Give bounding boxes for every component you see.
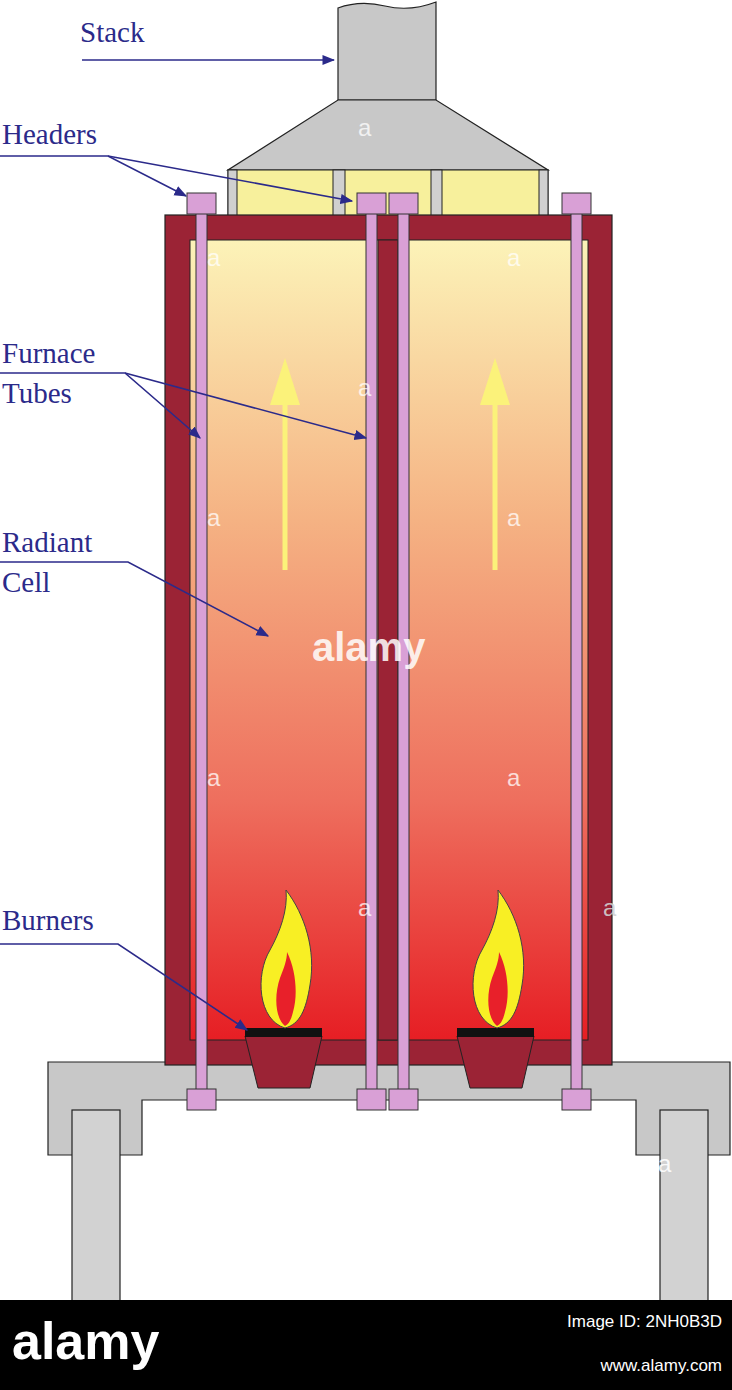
radiant-cell [190, 240, 588, 1040]
furnace-tubes [196, 205, 582, 1100]
watermark: a [507, 504, 520, 532]
stack [338, 2, 436, 100]
watermark: a [207, 244, 220, 272]
headers [187, 193, 591, 1110]
watermark-logo: alamy [12, 1312, 159, 1372]
watermark: a [603, 894, 616, 922]
leg [72, 1110, 120, 1302]
watermark: a [358, 374, 371, 402]
furnace-wall [165, 215, 612, 1065]
watermark-url: www.alamy.com [480, 1356, 722, 1376]
watermark: a [658, 1150, 671, 1178]
leader-lines [0, 60, 366, 1030]
part-label: Burners [2, 904, 94, 937]
hood [228, 100, 548, 170]
flow-arrow [283, 400, 288, 570]
part-label: Headers [2, 118, 97, 151]
leg [660, 1110, 708, 1302]
flow-arrow [480, 358, 510, 405]
watermark: a [507, 244, 520, 272]
flow-arrow [270, 358, 300, 405]
base-slab [48, 1062, 730, 1155]
watermark: a [207, 764, 220, 792]
burner [457, 890, 534, 1088]
part-label: Furnace Tubes [2, 333, 142, 413]
watermark-band [0, 1300, 732, 1390]
part-label: Radiant Cell [2, 522, 142, 602]
part-label: Stack [80, 16, 144, 49]
flow-arrow [493, 400, 498, 570]
burner [245, 890, 322, 1088]
watermark: a [207, 504, 220, 532]
watermark: alamy [312, 624, 425, 670]
watermark: a [507, 764, 520, 792]
watermark: a [358, 114, 371, 142]
watermark: a [358, 894, 371, 922]
image-id: Image ID: 2NH0B3D [480, 1312, 722, 1332]
